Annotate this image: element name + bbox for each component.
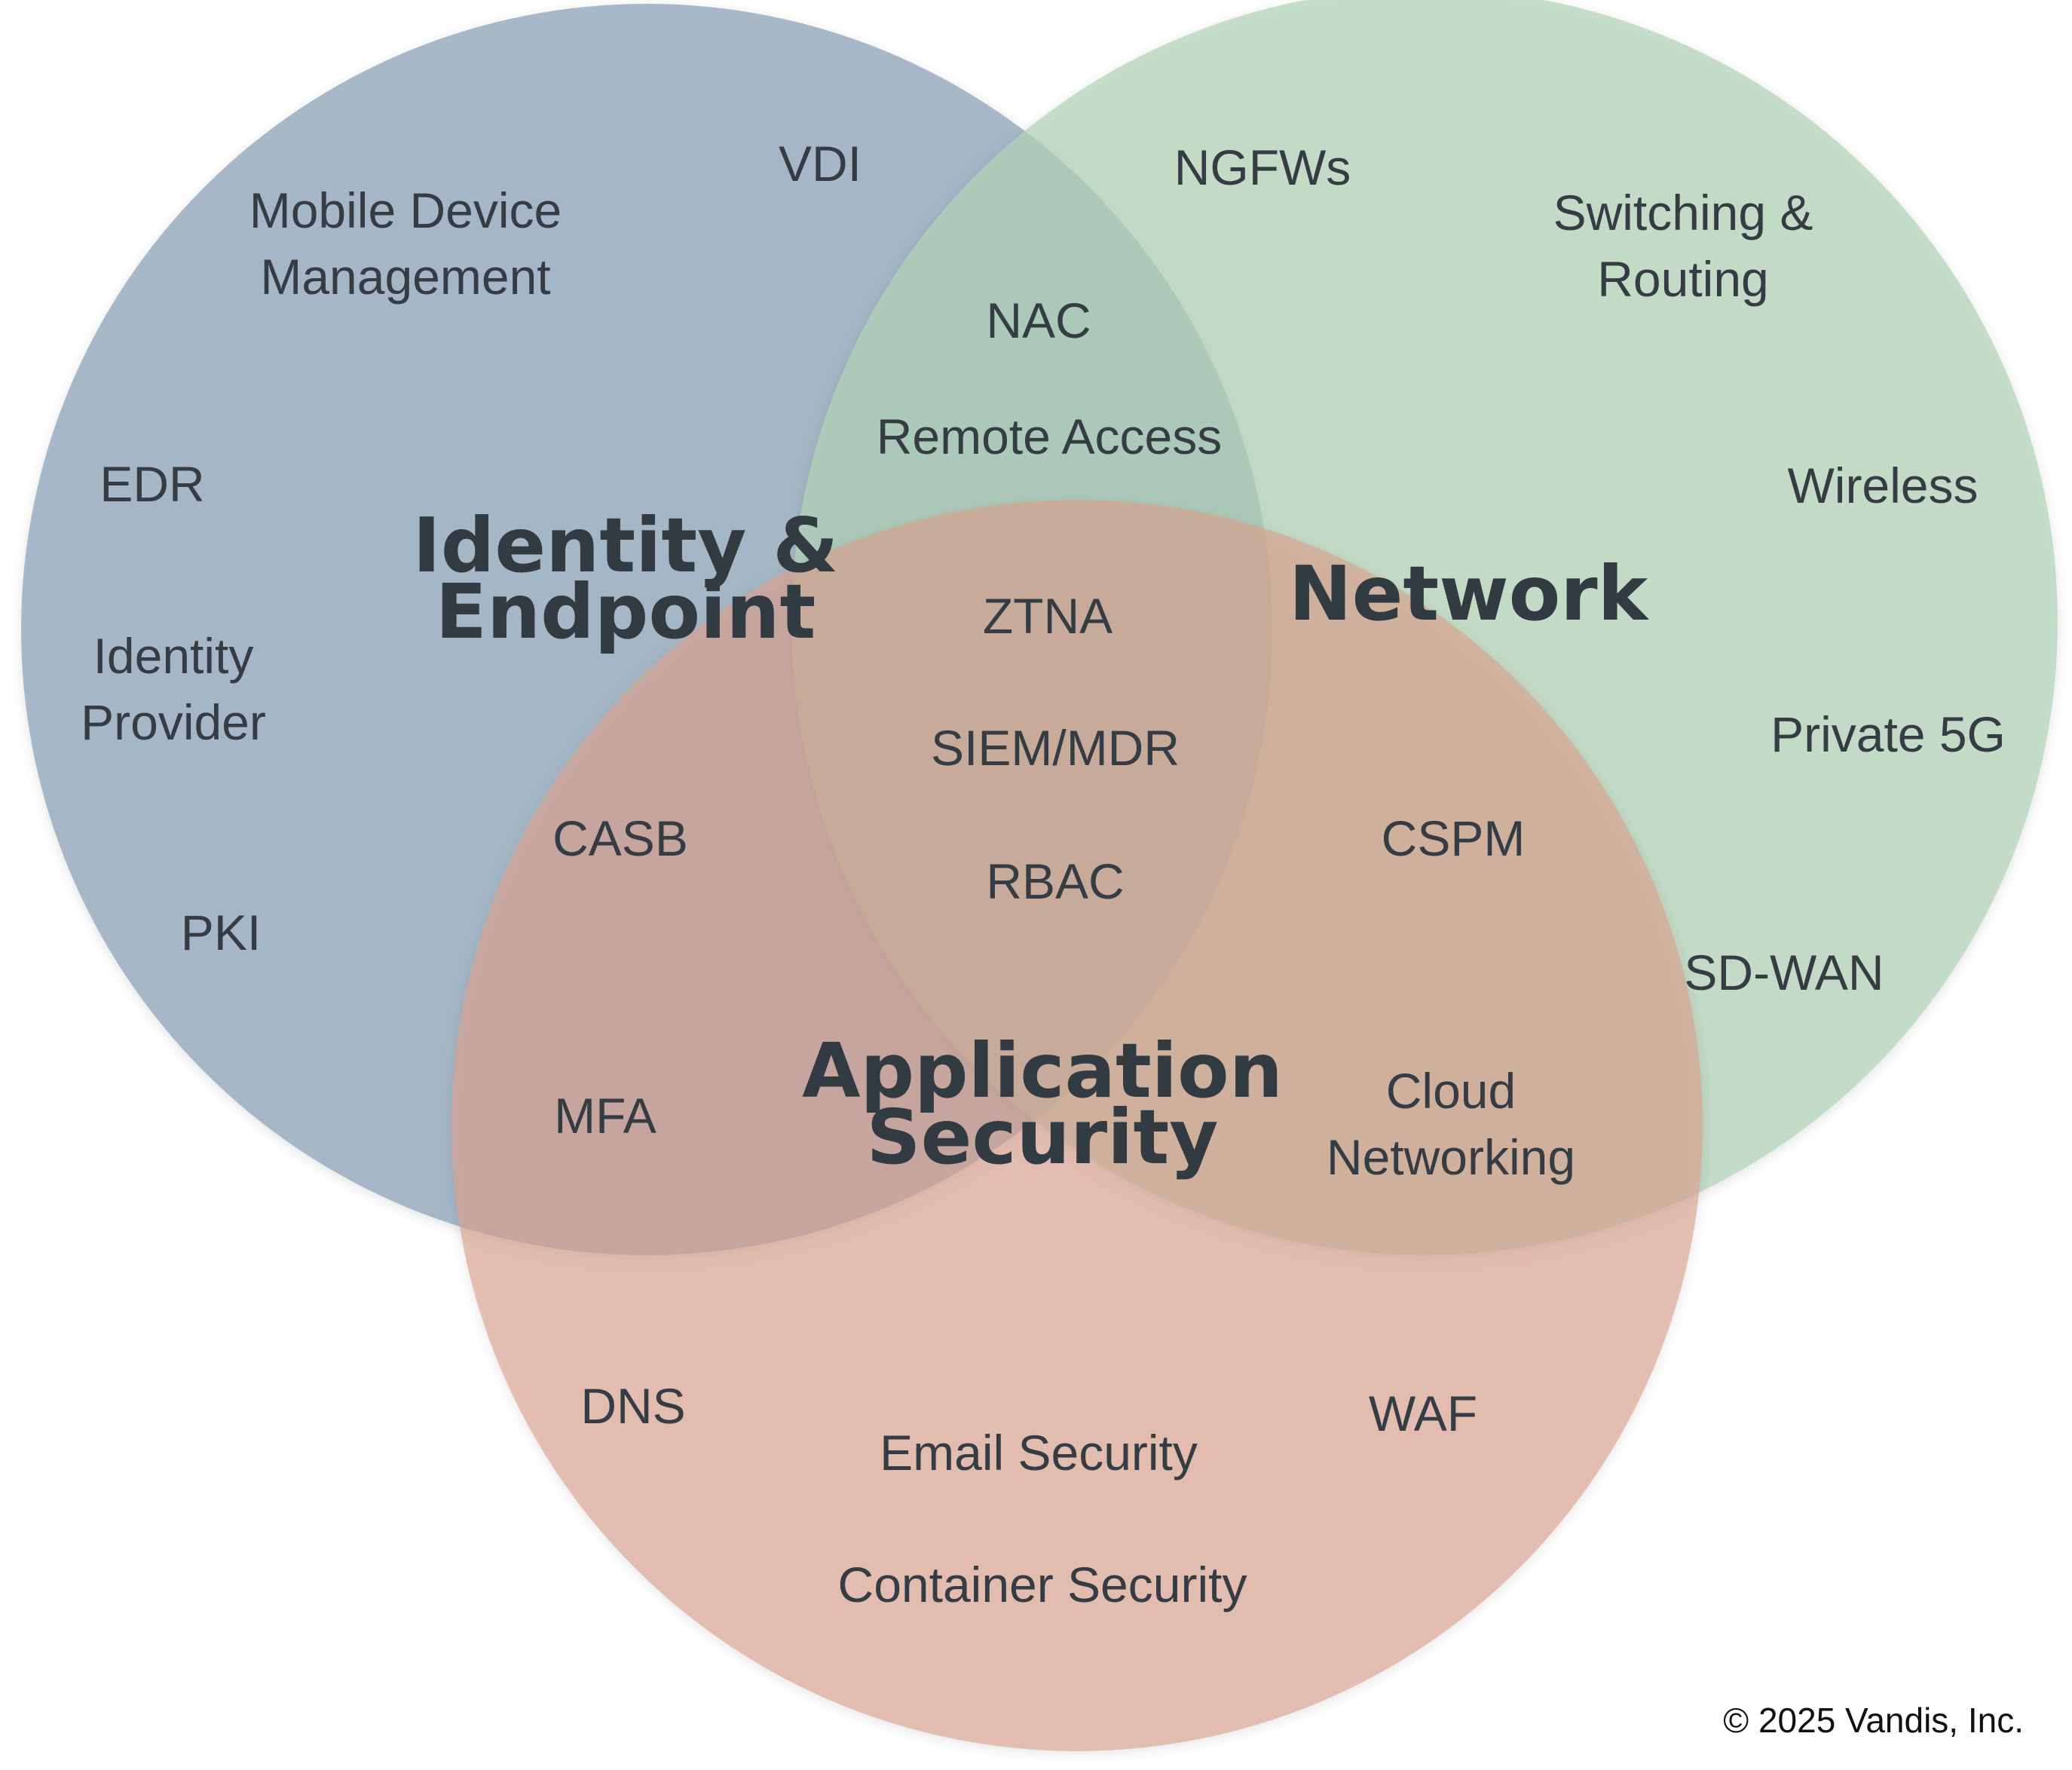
ngfws-label: NGFWs [1174,139,1351,195]
mfa-label-line-1: MFA [554,1088,656,1144]
wireless-label: Wireless [1787,458,1978,513]
remote-access-label-line-1: Remote Access [877,409,1223,464]
remote-access-label: Remote Access [877,409,1223,464]
pki-label-line-1: PKI [181,905,261,960]
identity-provider-label-line-1: Identity [93,628,254,684]
private-5g-label: Private 5G [1771,706,2006,762]
network-title-line-1: Network [1289,550,1650,638]
cloud-networking-label-line-1: Cloud [1386,1063,1516,1119]
sd-wan-label-line-1: SD-WAN [1684,945,1884,1000]
cspm-label: CSPM [1382,810,1526,866]
switching-routing-label-line-1: Switching & [1553,185,1813,240]
application-security-title-line-2: Security [867,1093,1219,1181]
mobile-device-management-label-line-2: Management [260,249,550,305]
dns-label: DNS [580,1378,685,1434]
wireless-label-line-1: Wireless [1787,458,1978,513]
container-security-label-line-1: Container Security [838,1557,1247,1612]
ztna-label: ZTNA [983,588,1113,644]
casb-label: CASB [552,810,688,866]
edr-label: EDR [99,456,204,512]
pki-label: PKI [181,905,261,960]
rbac-label-line-1: RBAC [986,853,1124,909]
application-security-title-line-1: Application [802,1027,1283,1115]
vdi-label-line-1: VDI [779,136,862,191]
dns-label-line-1: DNS [580,1378,685,1434]
switching-routing-label: Switching & Routing [1553,185,1813,307]
container-security-label: Container Security [838,1557,1247,1612]
email-security-label-line-1: Email Security [880,1425,1198,1481]
nac-label: NAC [986,292,1091,348]
cspm-label-line-1: CSPM [1382,810,1526,866]
nac-label-line-1: NAC [986,292,1091,348]
ngfws-label-line-1: NGFWs [1174,139,1351,195]
ztna-label-line-1: ZTNA [983,588,1113,644]
private-5g-label-line-1: Private 5G [1771,706,2006,762]
rbac-label: RBAC [986,853,1124,909]
identity-endpoint-title-line-2: Endpoint [436,568,816,656]
edr-label-line-1: EDR [99,456,204,512]
identity-endpoint-title: Identity &Endpoint [413,501,839,656]
vdi-label: VDI [779,136,862,191]
cloud-networking-label-line-2: Networking [1327,1129,1575,1185]
copyright-notice: © 2025 Vandis, Inc. [1723,1701,2024,1740]
siem-mdr-label-line-1: SIEM/MDR [931,720,1180,776]
waf-label-line-1: WAF [1369,1386,1477,1441]
network-title: Network [1289,550,1650,638]
waf-label: WAF [1369,1386,1477,1441]
switching-routing-label-line-2: Routing [1597,251,1769,307]
sd-wan-label: SD-WAN [1684,945,1884,1000]
mobile-device-management-label-line-1: Mobile Device [249,182,562,238]
email-security-label: Email Security [880,1425,1198,1481]
siem-mdr-label: SIEM/MDR [931,720,1180,776]
application-security-circle [451,500,1703,1751]
identity-endpoint-title-line-1: Identity & [413,501,839,589]
mfa-label: MFA [554,1088,656,1144]
casb-label-line-1: CASB [552,810,688,866]
identity-provider-label-line-2: Provider [81,694,266,750]
